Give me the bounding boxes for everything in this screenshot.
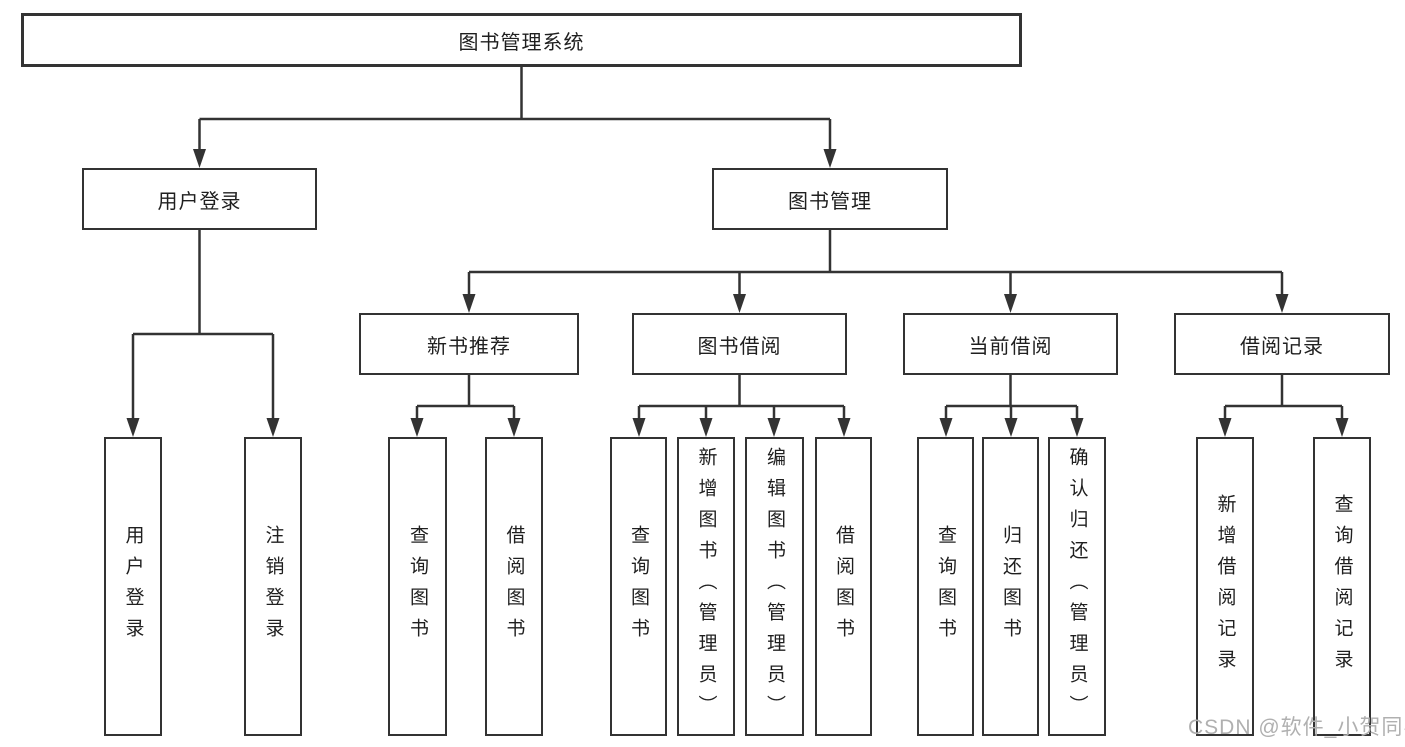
node-query-borrow-record: 查询借阅记录 — [1313, 437, 1371, 736]
node-edit-book-admin: 编辑图书（管理员） — [745, 437, 804, 736]
node-borrow-books: 借阅图书 — [815, 437, 872, 736]
csdn-watermark: CSDN @软件_小贺同学 — [1188, 716, 1405, 739]
node-query-books-current: 查询图书 — [917, 437, 974, 736]
node-borrow-records: 借阅记录 — [1174, 313, 1390, 375]
node-user-login: 用户登录 — [104, 437, 162, 736]
node-borrow-books-recommend: 借阅图书 — [485, 437, 543, 736]
node-return-book: 归还图书 — [982, 437, 1039, 736]
node-user-login-branch: 用户登录 — [82, 168, 317, 230]
arrowhead-icons — [126, 149, 1349, 437]
node-new-book-recommend: 新书推荐 — [359, 313, 579, 375]
node-root-library-system: 图书管理系统 — [21, 13, 1022, 67]
node-add-borrow-record: 新增借阅记录 — [1196, 437, 1254, 736]
node-query-books-borrow: 查询图书 — [610, 437, 667, 736]
node-logout: 注销登录 — [244, 437, 302, 736]
node-book-borrow: 图书借阅 — [632, 313, 847, 375]
node-add-book-admin: 新增图书（管理员） — [677, 437, 735, 736]
node-query-books-recommend: 查询图书 — [388, 437, 447, 736]
node-current-borrow: 当前借阅 — [903, 313, 1118, 375]
node-book-management: 图书管理 — [712, 168, 948, 230]
node-confirm-return-admin: 确认归还（管理员） — [1048, 437, 1106, 736]
